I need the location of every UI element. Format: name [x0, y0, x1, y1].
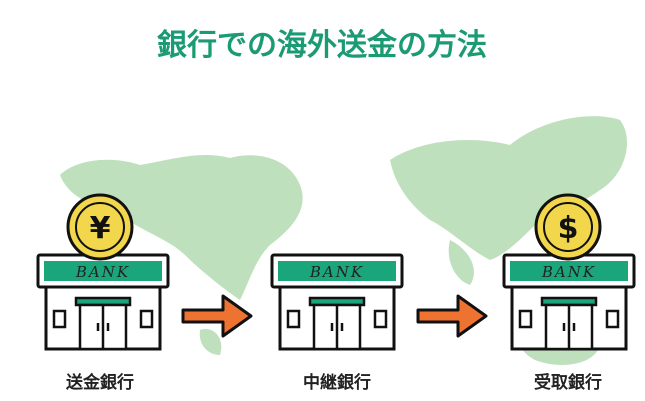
yen-coin-icon: ¥	[66, 193, 134, 261]
sending-bank: BANK	[36, 253, 170, 351]
receiving-bank-label: 受取銀行	[534, 372, 602, 393]
coin-symbol: $	[558, 211, 579, 246]
sending-bank-label: 送金銀行	[66, 372, 134, 393]
bank-sign-text: BANK	[541, 263, 596, 281]
intermediary-bank: BANK	[270, 253, 404, 351]
receiving-bank: BANK	[502, 253, 636, 351]
page-title: 銀行での海外送金の方法	[157, 28, 487, 63]
bank-sign-text: BANK	[309, 263, 364, 281]
arrow-icon	[181, 294, 253, 338]
intermediary-bank-label: 中継銀行	[303, 372, 371, 393]
arrow-icon	[416, 294, 488, 338]
bank-sign-text: BANK	[75, 263, 130, 281]
coin-symbol: ¥	[90, 211, 111, 246]
dollar-coin-icon: $	[534, 193, 602, 261]
